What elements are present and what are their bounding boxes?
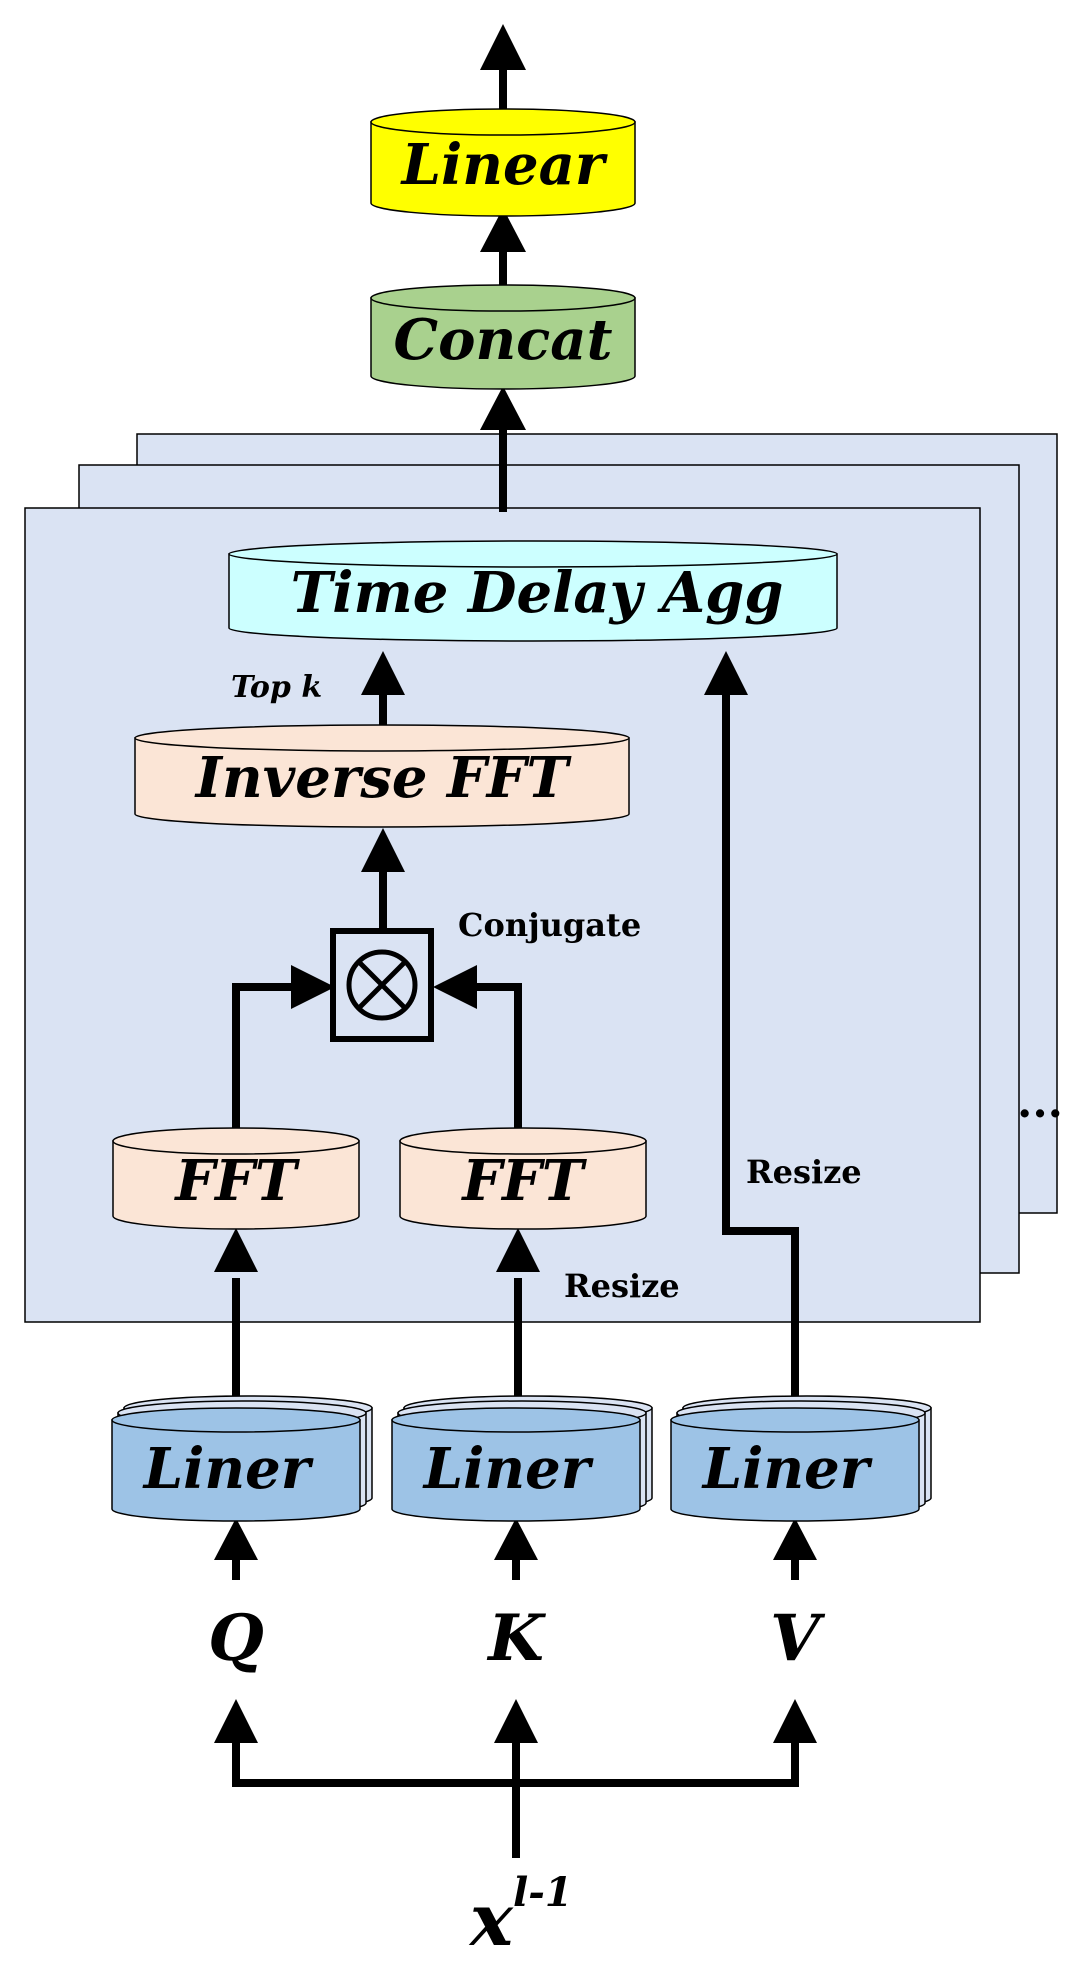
arrowhead-icon xyxy=(361,651,405,695)
arrowhead-icon xyxy=(496,1228,540,1272)
connectors xyxy=(232,68,799,1858)
resize-k-label: Resize xyxy=(564,1267,680,1305)
resize-v-label: Resize xyxy=(746,1153,862,1191)
arrowhead-icon xyxy=(480,386,526,430)
liner-v-label: Liner xyxy=(701,1436,873,1502)
arrowhead-icon xyxy=(361,828,405,872)
input-k-label: K xyxy=(486,1601,546,1676)
linear-block: Linear xyxy=(370,108,636,217)
fft-q-block: FFT xyxy=(112,1127,360,1230)
input-q-label: Q xyxy=(208,1601,264,1676)
arrowhead-icon xyxy=(214,1699,258,1743)
top-k-label: Top k xyxy=(231,670,322,705)
time-delay-agg-block: Time Delay Agg xyxy=(228,540,838,642)
arrowhead-icon xyxy=(433,965,477,1009)
fft-q-label: FFT xyxy=(173,1148,301,1214)
input-x-label: x xyxy=(468,1877,514,1961)
liner-k-label: Liner xyxy=(422,1436,594,1502)
arrowheads xyxy=(214,24,817,1743)
concat-block: Concat xyxy=(370,284,636,390)
conjugate-label: Conjugate xyxy=(458,906,641,944)
arrowhead-icon xyxy=(291,965,335,1009)
fft-k-block: FFT xyxy=(399,1127,647,1230)
liner-k-block: Liner xyxy=(391,1395,653,1522)
concat-label: Concat xyxy=(394,307,613,373)
arrowhead-icon xyxy=(480,208,526,252)
more-heads-ellipsis: ... xyxy=(1017,1077,1063,1128)
input-x-superscript: l-1 xyxy=(513,1869,573,1916)
fft-k-label: FFT xyxy=(460,1148,588,1214)
arrowhead-icon xyxy=(773,1518,817,1560)
arrowhead-icon xyxy=(494,1518,538,1560)
liner-q-block: Liner xyxy=(111,1395,373,1522)
inverse-fft-label: Inverse FFT xyxy=(194,745,573,811)
arrowhead-icon xyxy=(704,651,748,695)
time-delay-agg-label: Time Delay Agg xyxy=(291,560,784,626)
liner-q-label: Liner xyxy=(142,1436,314,1502)
arrowhead-icon xyxy=(214,1228,258,1272)
arrowhead-icon xyxy=(773,1699,817,1743)
arrowhead-icon xyxy=(214,1518,258,1560)
input-v-label: V xyxy=(770,1601,826,1676)
arrowhead-icon xyxy=(494,1699,538,1743)
circled-times-icon xyxy=(346,949,418,1021)
inverse-fft-block: Inverse FFT xyxy=(134,724,630,828)
conjugate-multiply-node xyxy=(330,928,434,1042)
linear-label: Linear xyxy=(400,132,608,198)
liner-v-block: Liner xyxy=(670,1395,932,1522)
arrowhead-icon xyxy=(480,24,526,70)
